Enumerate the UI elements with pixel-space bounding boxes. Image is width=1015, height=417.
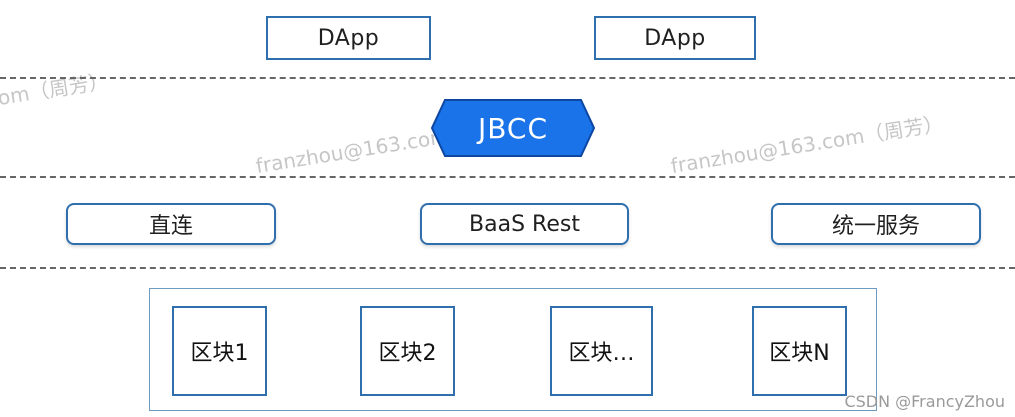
access-unified-service-box: 统一服务 (771, 203, 981, 245)
block-box: 区块2 (360, 306, 455, 396)
block-box: 区块1 (172, 306, 267, 396)
access-label: BaaS Rest (469, 211, 580, 237)
watermark: om（周芳） (0, 68, 111, 111)
layer-separator (0, 176, 1015, 178)
block-label: 区块N (769, 341, 830, 366)
block-label: 区块2 (378, 341, 437, 366)
hexagon-shape (431, 99, 595, 157)
layer-separator (0, 77, 1015, 79)
block-box: 区块… (550, 306, 653, 396)
dapp-label: DApp (317, 25, 380, 51)
watermark: franzhou@163.com（周芳） (669, 111, 945, 179)
credit-text: CSDN @FrancyZhou (844, 392, 1005, 411)
dapp-label: DApp (644, 25, 706, 51)
block-label: 区块… (568, 341, 635, 366)
block-box: 区块N (752, 306, 847, 396)
jbcc-gateway: JBCC (431, 99, 595, 157)
access-direct-box: 直连 (66, 203, 276, 245)
access-label: 统一服务 (831, 214, 920, 239)
access-label: 直连 (148, 214, 193, 239)
dapp-box: DApp (266, 16, 431, 60)
dapp-box: DApp (594, 16, 756, 60)
jbcc-label: JBCC (477, 111, 549, 145)
layer-separator (0, 267, 1015, 269)
block-label: 区块1 (190, 341, 249, 366)
access-baas-rest-box: BaaS Rest (420, 203, 629, 245)
